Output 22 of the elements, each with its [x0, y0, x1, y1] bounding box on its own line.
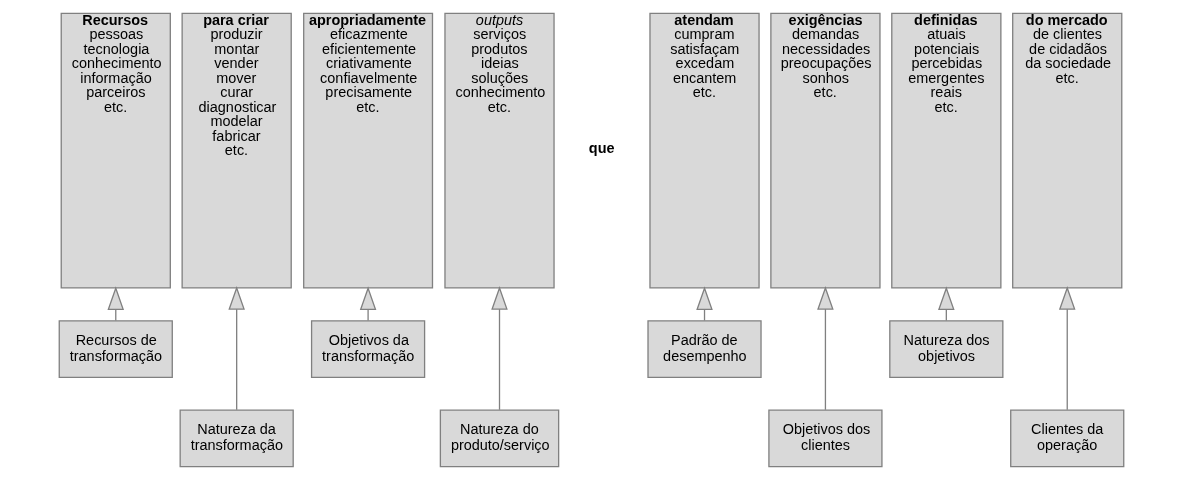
- arrow: [359, 286, 377, 322]
- node-box: exigências demandas necessidades preocupações sonhos etc.: [770, 12, 881, 289]
- node-box: Natureza dos objetivos: [889, 320, 1004, 378]
- arrow: [817, 286, 834, 411]
- arrow: [1058, 286, 1076, 411]
- node-box: definidas atuais potenciais percebidas emergentes reais etc.: [891, 12, 1002, 289]
- node-box: Natureza da transformação: [179, 409, 294, 468]
- node-box: outputs serviços produtos ideias soluções conhecimento etc.: [444, 12, 555, 289]
- node-box: para criar produzir montar vender mover curar diagnosticar modelar fabricar etc.: [181, 12, 292, 289]
- node-box: Clientes da operação: [1010, 409, 1125, 468]
- node-box: Objetivos da transformação: [310, 320, 426, 378]
- node-box: Objetivos dos clientes: [768, 409, 883, 468]
- arrow: [491, 286, 508, 411]
- node-box: apropriadamente eficazmente eficientemente criativamente confiavelmente precisamente etc.: [303, 12, 434, 289]
- node-box: Recursos pessoas tecnologia conhecimento informação parceiros etc.: [60, 12, 171, 289]
- arrow: [228, 286, 245, 411]
- node-box: Recursos de transformação: [58, 320, 173, 378]
- label: que: [588, 140, 615, 156]
- node-box: Padrão de desempenho: [647, 320, 762, 378]
- node-box: atendam cumpram satisfaçam excedam encantem etc.: [649, 12, 760, 289]
- node-box: Natureza do produto/serviço: [439, 409, 560, 468]
- node-box: do mercado de clientes de cidadãos da sociedade etc.: [1012, 12, 1123, 289]
